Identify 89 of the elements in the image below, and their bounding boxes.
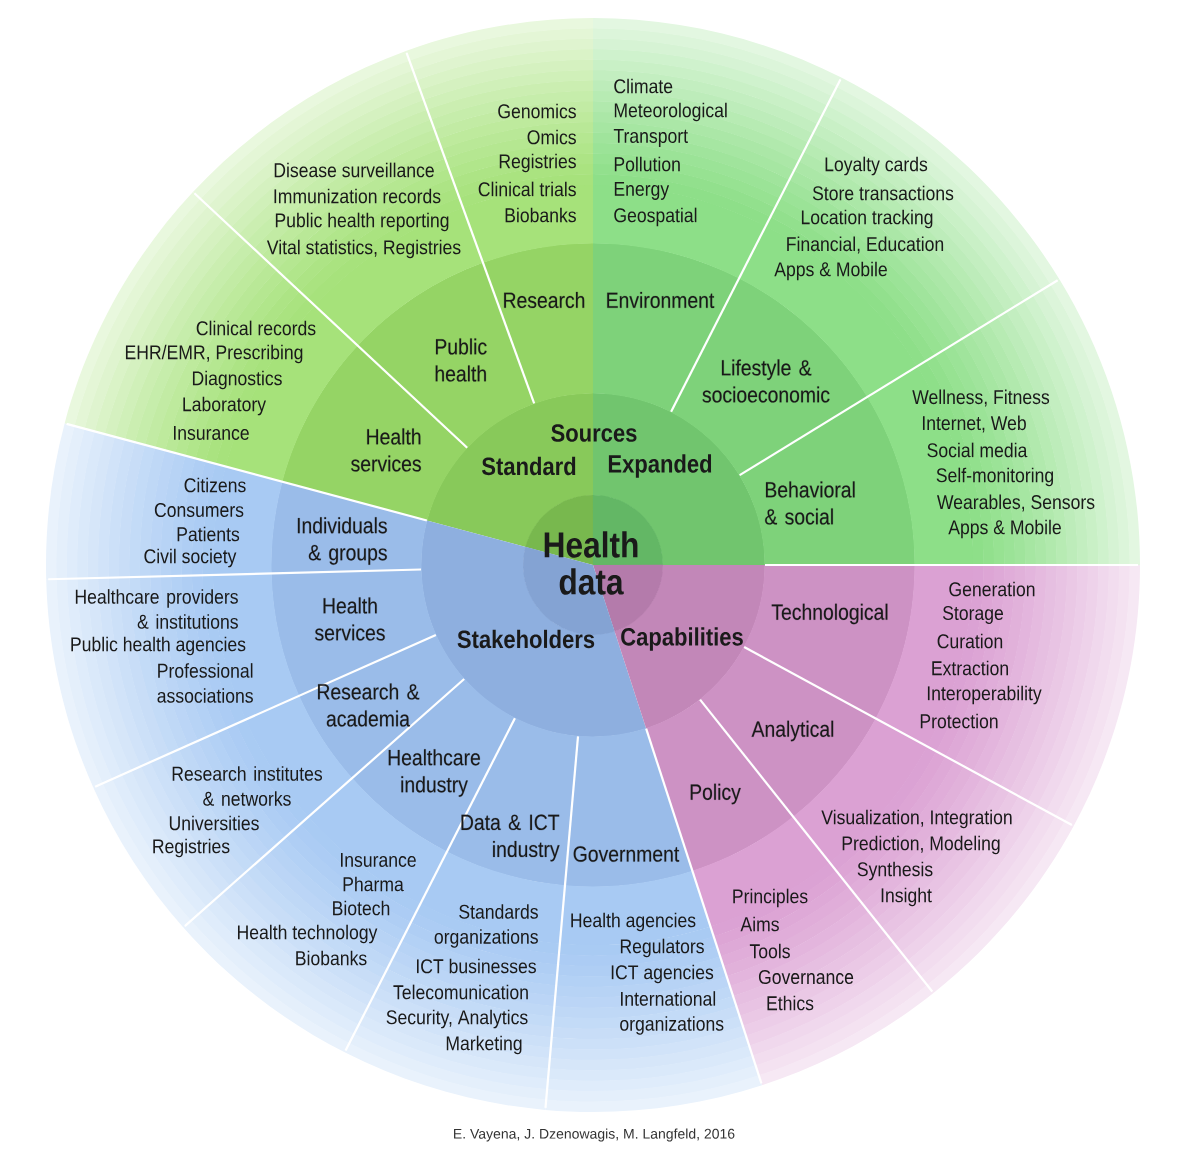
list-item: Security, Analytics	[386, 1009, 528, 1029]
list-item: Governance	[758, 969, 854, 985]
list-item: Meteorological	[614, 102, 727, 122]
list-item: International organizations	[620, 991, 724, 1035]
list-item: Marketing	[446, 1035, 522, 1055]
category-label: Policy	[690, 783, 741, 805]
category-label: Research	[504, 291, 585, 309]
list-item: EHR/EMR, Prescribing	[125, 344, 303, 364]
list-item: Wearables, Sensors	[937, 494, 1095, 512]
category-label: Research & academia	[317, 683, 420, 727]
list-item: Biobanks	[505, 207, 576, 223]
category-label: Health services	[315, 597, 385, 641]
list-item: Healthcare providers & institutions	[75, 589, 238, 629]
list-item: Research institutes & networks	[172, 766, 323, 806]
list-item: Health technology	[238, 924, 378, 944]
list-item: Insurance	[174, 426, 249, 440]
list-item: Citizens	[184, 477, 246, 493]
list-item: Tools	[749, 943, 790, 959]
list-item: Telecomunication	[393, 984, 528, 1000]
list-item: Public health reporting	[275, 212, 449, 232]
list-item: Storage	[942, 605, 1004, 625]
list-item: Registries	[499, 153, 576, 173]
category-label: Health services	[351, 428, 421, 472]
group-label: Standard	[481, 456, 576, 476]
list-item: Aims	[740, 916, 779, 932]
group-label: Sources	[551, 424, 637, 442]
list-item: Apps & Mobile	[774, 261, 887, 281]
caption: E. Vayena, J. Dzenowagis, M. Langfeld, 2016	[454, 1128, 735, 1142]
list-item: Universities	[169, 815, 259, 831]
list-item: Biotech	[333, 900, 390, 916]
list-item: Standards organizations	[434, 904, 538, 948]
list-item: Energy	[614, 182, 670, 200]
list-item: Curation	[937, 633, 1003, 649]
list-item: Pharma	[343, 876, 404, 892]
list-item: Ethics	[767, 995, 814, 1011]
list-item: Climate	[614, 78, 673, 94]
list-item: Self-monitoring	[936, 467, 1054, 487]
list-item: Apps & Mobile	[948, 519, 1061, 539]
list-item: Financial, Education	[787, 236, 944, 254]
category-label: Behavioral & social	[765, 481, 855, 525]
list-item: Principles	[733, 888, 808, 908]
list-item: Clinical trials	[478, 181, 576, 197]
list-item: Internet, Web	[922, 415, 1026, 433]
list-item: Genomics	[498, 103, 576, 119]
group-label: Expanded	[608, 454, 712, 478]
list-item: Generation	[949, 581, 1035, 597]
list-item: Laboratory	[183, 396, 266, 416]
list-item: Disease surveillance	[274, 162, 434, 178]
list-item: Health agencies	[571, 912, 696, 932]
list-item: Synthesis	[857, 861, 933, 881]
list-item: Immunization records	[274, 188, 441, 204]
list-item: Geospatial	[614, 207, 697, 227]
list-item: Transport	[613, 129, 688, 147]
category-label: Government	[573, 846, 680, 862]
list-item: Prediction, Modeling	[842, 835, 1000, 855]
list-item: Social media	[927, 442, 1028, 458]
list-item: Insurance	[341, 853, 416, 867]
list-item: Store transactions	[812, 185, 954, 201]
list-item: Loyalty cards	[825, 156, 928, 176]
list-item: Patients	[177, 526, 240, 542]
list-item: Extraction	[932, 660, 1008, 676]
list-item: Consumers	[154, 502, 244, 518]
list-item: Biobanks	[296, 950, 367, 966]
category-label: Data & ICT industry	[461, 814, 560, 862]
list-item: Professional associations	[157, 663, 253, 703]
list-item: Public health agencies	[71, 636, 246, 656]
list-item: Civil society	[144, 548, 237, 568]
list-item: ICT businesses	[417, 958, 536, 974]
list-item: Location tracking	[801, 209, 933, 229]
category-label: Individuals & groups	[297, 517, 387, 565]
category-label: Public health	[435, 338, 487, 382]
list-item: Visualization, Integration	[821, 809, 1012, 829]
list-item: Wellness, Fitness	[912, 389, 1050, 407]
category-label: Technological	[771, 603, 888, 625]
category-label: Healthcare industry	[388, 749, 481, 797]
category-label: Environment	[607, 291, 715, 309]
list-item: Pollution	[614, 156, 680, 172]
list-item: Protection	[920, 713, 998, 729]
category-label: Analytical	[751, 720, 834, 742]
list-item: ICT agencies	[611, 964, 714, 984]
list-item: Registries	[153, 838, 230, 858]
list-item: Diagnostics	[192, 370, 282, 390]
category-label: Lifestyle & socioeconomic	[702, 359, 830, 403]
list-item: Vital statistics, Registries	[266, 239, 461, 259]
list-item: Omics	[527, 129, 576, 145]
list-item: Insight	[881, 887, 932, 907]
list-item: Clinical records	[196, 320, 316, 336]
list-item: Interoperability	[927, 685, 1042, 705]
list-item: Regulators	[620, 938, 704, 958]
